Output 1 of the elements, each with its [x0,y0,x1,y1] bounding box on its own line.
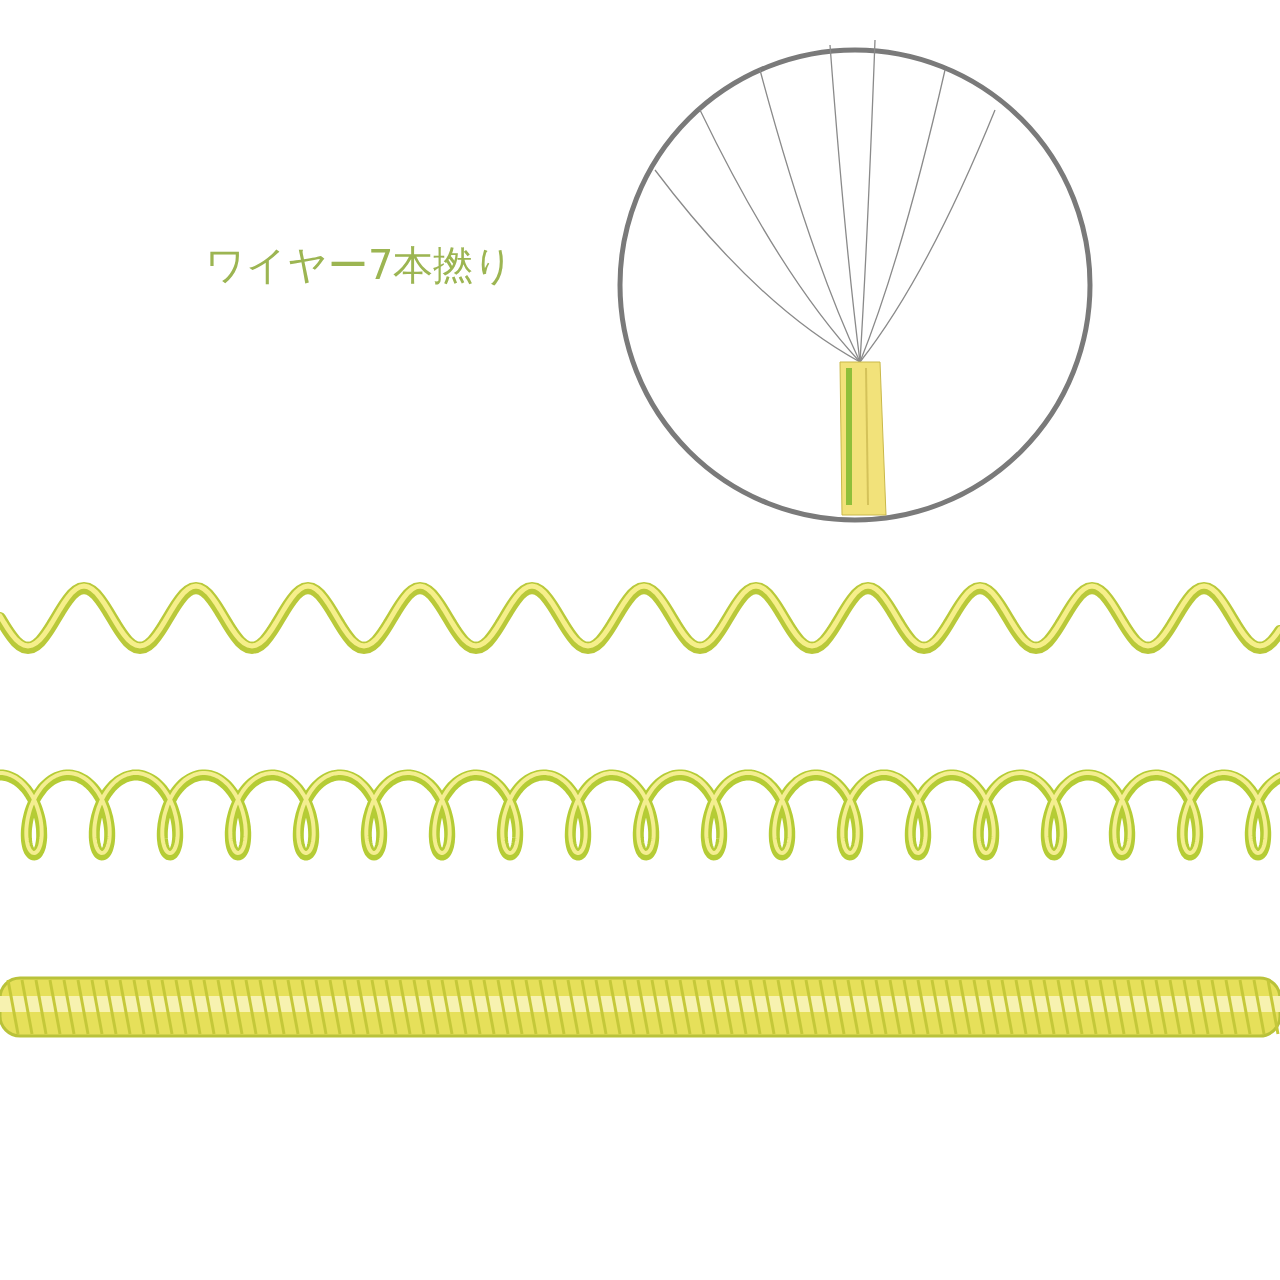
strand-label: ワイヤー7本撚り [205,245,515,285]
